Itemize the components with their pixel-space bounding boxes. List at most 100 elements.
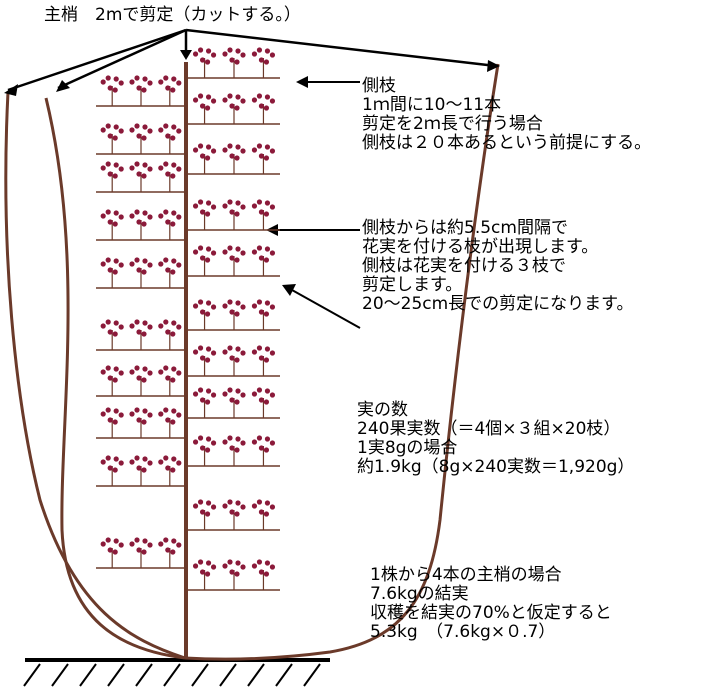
- fruit-dot: [176, 166, 182, 172]
- fruit-count-note-line: 1実8gの場合: [357, 438, 458, 458]
- fruit-dot: [269, 250, 276, 256]
- fruit-dot: [264, 200, 271, 206]
- fruit-dot: [240, 350, 246, 356]
- ground-hatch-mark: [107, 663, 125, 687]
- title-arrows: [7, 28, 497, 92]
- fruit-dot: [165, 267, 171, 273]
- fruit-dot: [113, 366, 119, 372]
- fruit-dot: [235, 346, 241, 352]
- fruit-dot: [229, 103, 235, 109]
- fruit-dot: [170, 377, 176, 383]
- ground-hatch-mark: [247, 663, 265, 687]
- fruit-dot: [222, 303, 228, 309]
- fruit-dot: [210, 440, 217, 446]
- fruit-dot: [105, 365, 111, 371]
- fruit-dot: [147, 412, 153, 418]
- fruit-dot: [264, 560, 271, 566]
- fruit-dot: [100, 213, 106, 219]
- fruit-dot: [192, 303, 199, 309]
- fruit-dot: [263, 357, 270, 363]
- fruit-dot: [234, 211, 240, 217]
- fruit-dot: [105, 319, 111, 325]
- fruit-dot: [147, 214, 153, 220]
- fruit-dot: [192, 349, 199, 355]
- side-branch: [96, 407, 186, 439]
- ground-hatch-mark: [219, 663, 237, 687]
- fruit-dot: [210, 304, 217, 310]
- fruit-dot: [107, 133, 113, 139]
- ground-hatch-mark: [191, 663, 209, 687]
- fruit-dot: [147, 370, 153, 376]
- fruit-dot: [129, 323, 135, 329]
- fruit-dot: [258, 355, 265, 361]
- fruit-dot: [251, 503, 258, 509]
- fruit-dot: [251, 203, 258, 209]
- fruit-count-note-line: 240果実数（＝4個×３組×20枝）: [357, 419, 621, 439]
- fruit-branch-note-line: 剪定します。: [362, 275, 463, 295]
- fruit-dot: [197, 345, 204, 351]
- fruit-dot: [170, 419, 176, 425]
- side-branch: [188, 47, 280, 79]
- fruit-dot: [129, 165, 135, 171]
- fruit-dot: [141, 419, 147, 425]
- fruit-dot: [199, 569, 206, 575]
- fruit-dot: [142, 258, 148, 264]
- fruit-dot: [204, 399, 211, 405]
- fruit-dot: [134, 257, 140, 263]
- fruit-dot: [147, 80, 153, 86]
- fruit-dot: [235, 560, 241, 566]
- fruit-dot: [204, 257, 211, 263]
- fruit-dot: [263, 211, 270, 217]
- fruit-dot: [258, 57, 265, 63]
- fruit-dot: [234, 59, 240, 65]
- fruit-dot: [113, 258, 119, 264]
- fruit-dot: [158, 323, 164, 329]
- fruit-dot: [227, 93, 233, 99]
- fruit-dot: [113, 124, 119, 130]
- fruit-dot: [192, 503, 199, 509]
- fruit-dot: [129, 79, 135, 85]
- fruit-dot: [256, 345, 263, 351]
- fruit-dot: [204, 311, 211, 317]
- yield-note-line: 5.3kg （7.6kg×０.7）: [370, 622, 556, 642]
- fruit-dot: [136, 375, 142, 381]
- fruit-dot: [141, 173, 147, 179]
- side-branch: [188, 93, 280, 125]
- fruit-dot: [263, 447, 270, 453]
- fruit-dot: [264, 436, 271, 442]
- fruit-dot: [118, 324, 124, 330]
- fruit-dot: [136, 133, 142, 139]
- fruit-dot: [129, 127, 135, 133]
- ground-hatch-mark: [23, 663, 41, 687]
- pointer-arrows: [266, 76, 361, 329]
- fruit-dot: [263, 311, 270, 317]
- fruit-dot: [113, 456, 119, 462]
- fruit-dot: [141, 549, 147, 555]
- fruit-dot: [147, 324, 153, 330]
- fruit-dot: [100, 323, 106, 329]
- fruit-dot: [234, 155, 240, 161]
- fruit-dot: [112, 331, 118, 337]
- fruit-dot: [199, 209, 206, 215]
- fruit-dot: [251, 391, 258, 397]
- main-stem-far-left: [4, 91, 186, 660]
- side-branch: [188, 499, 280, 531]
- side-branch: [96, 161, 186, 193]
- fruit-dot: [136, 267, 142, 273]
- fruit-dot: [263, 105, 270, 111]
- fruit-dot: [199, 57, 206, 63]
- side-branch: [188, 345, 280, 377]
- fruit-dot: [256, 299, 263, 305]
- fruit-dot: [222, 51, 228, 57]
- ground-hatch-mark: [51, 663, 69, 687]
- fruit-dot: [256, 435, 263, 441]
- fruit-dot: [176, 324, 182, 330]
- fruit-dot: [204, 571, 211, 577]
- fruit-dot: [256, 47, 263, 53]
- fruit-dot: [258, 445, 265, 451]
- fruit-dot: [100, 79, 106, 85]
- fruit-dot: [240, 52, 246, 58]
- fruit-dot: [163, 407, 169, 413]
- diagram-title: 主梢 2mで剪定（カットする。）: [44, 5, 301, 25]
